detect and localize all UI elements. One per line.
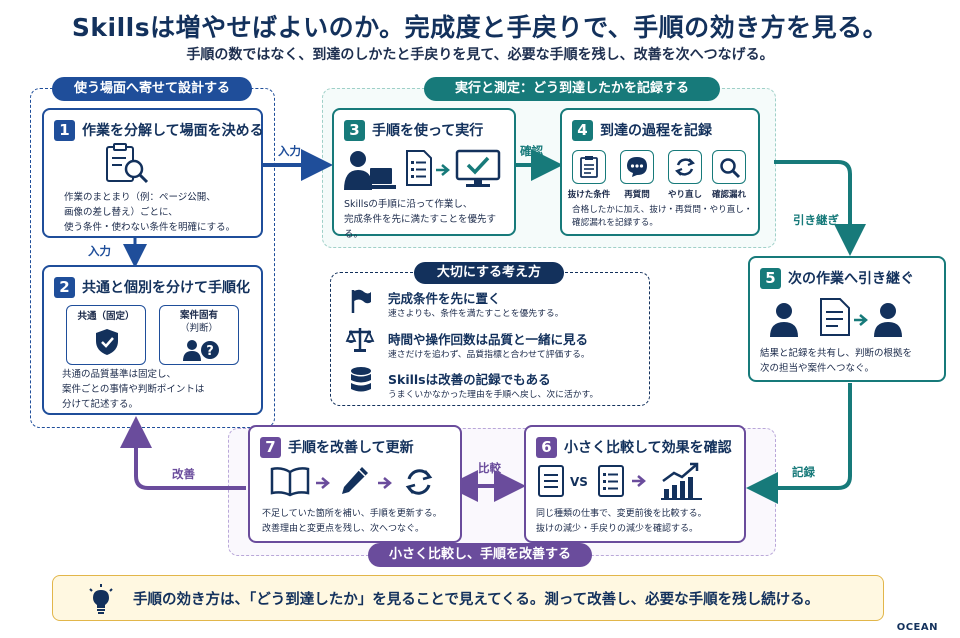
step-7-desc: 不足していた箇所を補い、手順を更新する。 改善理由と変更点を残し、次へつなぐ。: [262, 509, 442, 534]
arrow-right-icon: [378, 477, 392, 489]
step-5-desc: 結果と記録を共有し、判断の根拠を 次の担当や案件へつなぐ。: [760, 348, 913, 374]
step-2-title: 共通と個別を分けて手順化: [82, 280, 250, 296]
ocean-logo: OCEAN: [896, 622, 938, 633]
monitor-check-icon: [455, 149, 501, 187]
step-7-title: 手順を改善して更新: [288, 440, 414, 456]
redo-tile: [668, 150, 702, 184]
step-2-number: 2: [54, 277, 75, 298]
step-7-card: 7 手順を改善して更新 不足していた箇所を補い、手順を更新する。 改善理由と変更…: [248, 425, 462, 543]
tile-label-missed-condition: 抜けた条件: [567, 190, 611, 200]
step-3-title: 手順を使って実行: [372, 123, 484, 139]
footer-message: 手順の効き方は、「どう到達したか」を見ることで見えてくる。測って改善し、必要な手…: [133, 592, 820, 608]
svg-text:?: ?: [206, 344, 214, 359]
page-title: Skillsは増やせばよいのか。完成度と手戻りで、手順の効き方を見る。: [71, 13, 889, 42]
common-fixed-box: 共通（固定）: [66, 305, 146, 365]
principle-1-desc: 速さよりも、条件を満たすことを優先する。: [388, 309, 564, 319]
arrow-label-input-1: 入力: [278, 144, 301, 158]
handover-document-icon: [820, 298, 850, 336]
group-measure-label: 実行と測定：どう到達したかを記録する: [424, 77, 720, 101]
vs-label: VS: [570, 475, 588, 489]
step-5-title: 次の作業へ引き継ぐ: [788, 271, 914, 287]
principle-3-desc: うまくいかなかった理由を手順へ戻し、次に活かす。: [388, 390, 599, 400]
checklist-icon: [580, 156, 598, 178]
step-1-desc: 作業のまとまり（例：ページ公開、 画像の差し替え）ごとに、 使う条件・使わない条…: [64, 192, 236, 233]
speech-bubble-icon: [627, 157, 647, 177]
before-list-icon: [538, 465, 564, 497]
arrow-right-icon: [632, 475, 646, 487]
step-4-title: 到達の過程を記録: [600, 123, 712, 139]
tile-label-redo: やり直し: [667, 190, 702, 200]
step-3-card: 3 手順を使って実行 Skillsの手順に沿って作業し、 完成条件を先に満たすこ…: [332, 108, 516, 240]
document-list-icon: [406, 150, 432, 186]
clipboard-search-icon: [106, 143, 149, 184]
shield-check-icon: [96, 329, 118, 355]
step-4-number: 4: [572, 120, 593, 141]
arrow-label-handover: 引き継ぎ: [793, 213, 839, 227]
step-3-number: 3: [344, 120, 365, 141]
after-checklist-icon: [598, 465, 624, 497]
step-1-number: 1: [54, 120, 75, 141]
person-icon: [874, 303, 902, 337]
missed-check-tile: [712, 150, 746, 184]
arrow-label-confirm: 確認: [520, 144, 543, 158]
step-3-desc: Skillsの手順に沿って作業し、 完成条件を先に満たすことを優先する。: [344, 199, 497, 240]
update-refresh-icon: [405, 469, 433, 495]
re-question-tile: [620, 150, 654, 184]
individual-judgment-box: 案件固有 （判断） ?: [159, 305, 239, 365]
tile-label-missed-check: 確認漏れ: [711, 190, 746, 200]
step-4-desc: 合格したかに加え、抜け・再質問・やり直し・ 確認漏れを記録する。: [572, 205, 753, 228]
refresh-icon: [675, 158, 695, 176]
step-6-desc: 同じ種類の仕事で、変更前後を比較する。 抜けの減少・手戻りの減少を確認する。: [536, 509, 707, 534]
bar-chart-growth-icon: [661, 462, 702, 500]
principle-1-title: 完成条件を先に置く: [388, 291, 501, 306]
tile-label-re-question: 再質問: [624, 190, 650, 200]
person-icon: [770, 303, 798, 337]
arrow-5-to-6: [746, 383, 852, 504]
step-2-card: 2 共通と個別を分けて手順化 共通（固定） 案件固有 （判断） ? 共通の品質基…: [42, 265, 263, 415]
principle-2-desc: 速さだけを追わず、品質指標と合わせて評価する。: [388, 350, 590, 360]
step-1-card: 1 作業を分解して場面を決める 作業のまとまり（例：ページ公開、 画像の差し替え…: [42, 108, 264, 238]
principles-heading: 大切にする考え方: [414, 262, 564, 284]
arrow-label-improve: 改善: [172, 467, 195, 481]
scale-icon: [345, 328, 375, 352]
group-improve-label: 小さく比較し、手順を改善する: [368, 543, 592, 567]
magnifier-icon: [720, 158, 741, 179]
step-6-title: 小さく比較して効果を確認: [564, 440, 732, 456]
step-7-number: 7: [260, 437, 281, 458]
arrow-right-icon: [854, 314, 868, 326]
step-6-card: 6 小さく比較して効果を確認 VS 同じ種類の仕事で、変更前後を比較する。 抜け…: [524, 425, 746, 543]
database-icon: [351, 367, 371, 392]
page-subtitle: 手順の数ではなく、到達のしかたと手戻りを見て、必要な手順を残し、改善を次へつなげ…: [186, 47, 774, 63]
individual-judgment-label: 案件固有 （判断）: [179, 310, 218, 334]
group-design-label: 使う場面へ寄せて設計する: [52, 77, 252, 101]
person-laptop-icon: [344, 151, 396, 190]
arrow-right-icon: [436, 164, 450, 176]
principle-2-title: 時間や操作回数は品質と一緒に見る: [388, 332, 589, 347]
common-fixed-label: 共通（固定）: [77, 311, 135, 322]
arrow-4-to-5: [774, 160, 866, 256]
pencil-icon: [342, 467, 368, 494]
step-5-card: 5 次の作業へ引き継ぐ 結果と記録を共有し、判断の根拠を 次の担当や案件へつなぐ…: [748, 256, 946, 382]
arrow-7-to-2: [120, 416, 246, 490]
step-5-number: 5: [760, 268, 781, 289]
arrow-label-input-2: 入力: [88, 244, 111, 258]
person-question-icon: ?: [183, 340, 219, 361]
arrow-right-icon: [316, 477, 330, 489]
step-4-card: 4 到達の過程を記録 抜けた条件 再質問 やり直し 確認漏れ: [560, 108, 760, 236]
book-icon: [270, 467, 310, 497]
arrow-label-compare: 比較: [478, 461, 501, 475]
footer-message-box: 手順の効き方は、「どう到達したか」を見ることで見えてくる。測って改善し、必要な手…: [52, 575, 884, 621]
missed-condition-tile: [572, 150, 606, 184]
principle-3-title: Skillsは改善の記録でもある: [388, 372, 551, 387]
step-6-number: 6: [536, 437, 557, 458]
arrow-label-record: 記録: [792, 465, 815, 479]
lightbulb-icon: [89, 584, 113, 614]
flag-icon: [351, 289, 371, 313]
step-1-title: 作業を分解して場面を決める: [82, 123, 264, 139]
step-2-desc: 共通の品質基準は固定し、 案件ごとの事情や判断ポイントは 分けて記述する。: [62, 369, 205, 410]
